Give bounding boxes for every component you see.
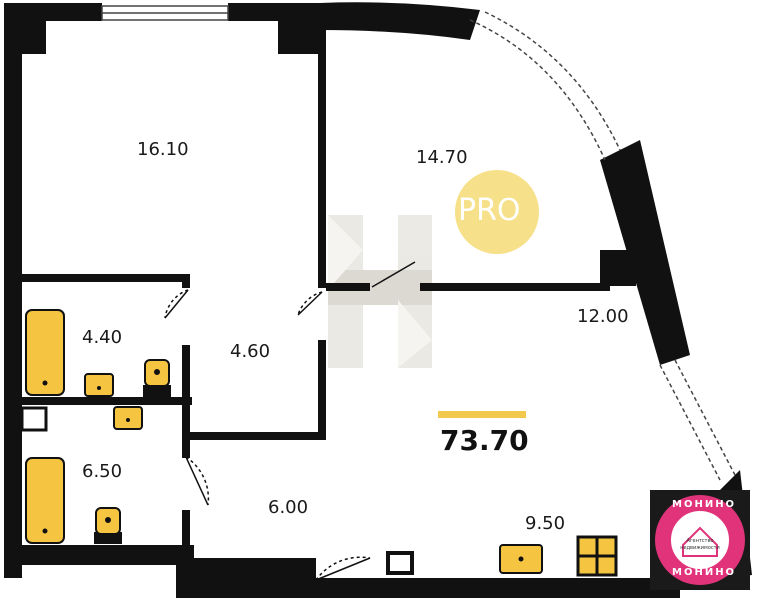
area-hall: 6.00 — [268, 497, 309, 518]
area-room-3: 12.00 — [577, 306, 629, 327]
area-bathroom-2: 6.50 — [82, 461, 123, 482]
watermark-logo — [328, 215, 432, 368]
area-room-2: 14.70 — [416, 147, 468, 168]
total-area: 73.70 — [440, 424, 529, 457]
stamp-caption-1: Агентство — [686, 538, 714, 544]
stove — [576, 535, 618, 577]
windows — [101, 5, 736, 481]
agency-stamp — [650, 490, 750, 590]
stamp-caption-2: недвижимости — [680, 545, 720, 551]
toilet-2 — [94, 507, 122, 544]
toilet-1 — [143, 359, 171, 397]
pro-badge: PRO — [458, 193, 521, 228]
pro-badge-circle — [455, 170, 539, 254]
interior-walls — [20, 30, 610, 575]
area-kitchen: 9.50 — [525, 513, 566, 534]
stamp-bottom-text: МОНИНО — [672, 567, 737, 578]
area-room-1: 16.10 — [137, 139, 189, 160]
stamp-top-text: МОНИНО — [672, 499, 737, 510]
doors — [164, 261, 416, 581]
sink-2 — [113, 406, 143, 430]
sink-1 — [84, 373, 114, 397]
kitchen-sink — [499, 544, 543, 574]
bathtub-2 — [25, 457, 65, 544]
total-area-bar — [438, 411, 526, 418]
bathtub-1 — [25, 309, 65, 396]
area-bathroom-1: 4.40 — [82, 327, 123, 348]
area-corridor: 4.60 — [230, 341, 271, 362]
